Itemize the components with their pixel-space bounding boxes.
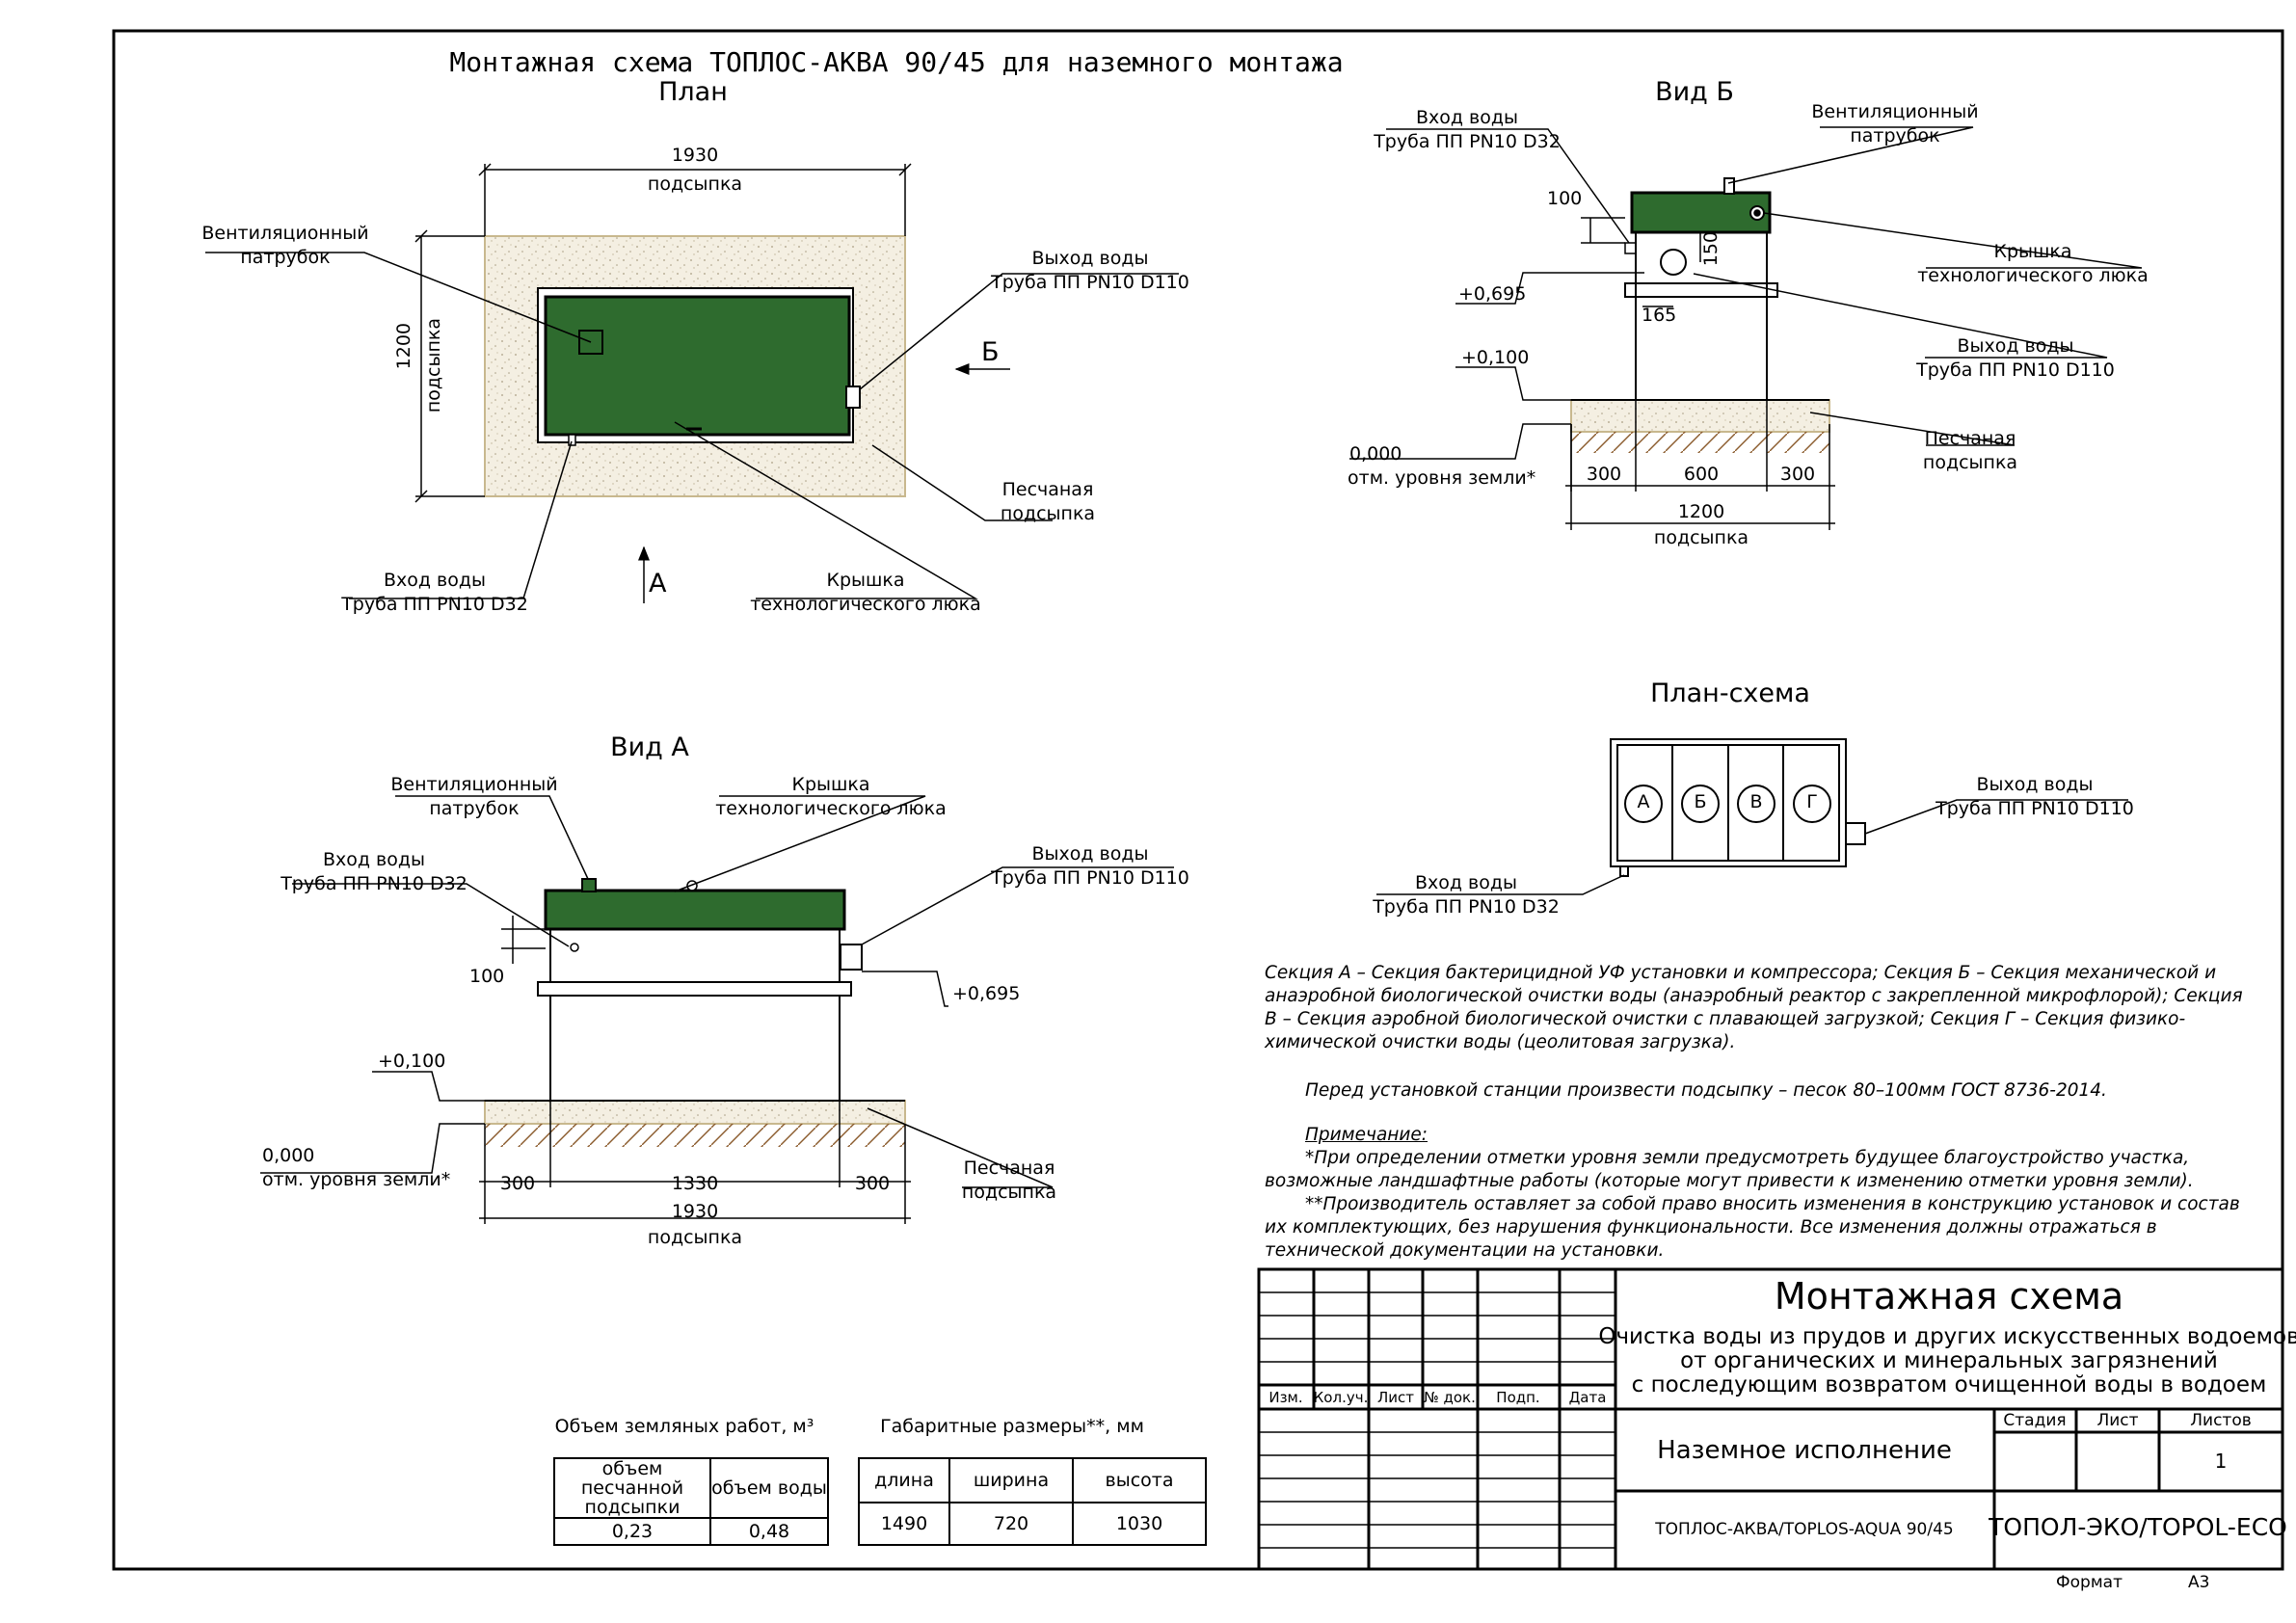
tb-col-date: Дата: [1568, 1389, 1607, 1406]
sheet-frame: [112, 29, 2284, 1571]
plan-title: План: [658, 77, 728, 107]
plan-view: [205, 163, 1179, 603]
tb-sheet: Лист: [2096, 1411, 2139, 1430]
main-title: Монтажная схема ТОПЛОС-АКВА 90/45 для на…: [449, 46, 1344, 78]
dim-header-width: ширина: [948, 1457, 1074, 1503]
dim-value-length: 1490: [858, 1502, 950, 1546]
view-b-title: Вид Б: [1655, 77, 1734, 107]
dimensions-table: длина ширина высота 1490 720 1030: [858, 1457, 1207, 1546]
tb-description: Очистка воды из прудов и других искусств…: [1598, 1324, 2296, 1397]
remark-title: Примечание:: [1305, 1125, 1428, 1145]
tb-col-podp: Подп.: [1496, 1389, 1540, 1406]
view-b-dim-100: 100: [1547, 188, 1583, 209]
earthworks-table: объем песчанной подсыпки объем воды 0,23…: [553, 1457, 829, 1546]
view-a-dim-300-left: 300: [499, 1173, 536, 1194]
tb-sheets-value: 1: [2214, 1450, 2228, 1473]
sections-description: Секция А – Секция бактерицидной УФ устан…: [1265, 963, 2243, 1052]
dim-value-height: 1030: [1072, 1502, 1207, 1546]
tb-col-kol: Кол.уч.: [1313, 1389, 1369, 1406]
earthworks-header-sand: объем песчанной подсыпки: [553, 1457, 711, 1519]
view-a-ground-label: отм. уровня земли*: [262, 1169, 451, 1190]
tb-doc-title: Монтажная схема: [1774, 1275, 2124, 1317]
tb-stage: Стадия: [2003, 1411, 2067, 1430]
view-a-elev-0695: +0,695: [952, 983, 1021, 1004]
plan-scheme-title: План-схема: [1650, 678, 1810, 708]
dimensions-title: Габаритные размеры**, мм: [880, 1416, 1144, 1437]
view-a-dim-1930: 1930: [671, 1201, 719, 1222]
view-b-ground-label: отм. уровня земли*: [1348, 467, 1536, 489]
earthworks-value-water: 0,48: [709, 1517, 829, 1546]
dim-value-width: 720: [948, 1502, 1074, 1546]
plan-arrow-a: А: [649, 569, 667, 599]
section-g: Г: [1806, 791, 1818, 812]
earthworks-title: Объем земляных работ, м³: [554, 1416, 814, 1437]
tb-company: ТОПОЛ-ЭКО/TOPOL-ECO: [1989, 1513, 2287, 1541]
plan-dim-fill: подсыпка: [647, 173, 743, 195]
view-b-dim-600: 600: [1683, 464, 1720, 485]
tb-version: Наземное исполнение: [1657, 1436, 1952, 1465]
section-v: В: [1749, 791, 1763, 812]
remark-1: *При определении отметки уровня земли пр…: [1265, 1148, 2194, 1191]
tb-sheets: Листов: [2190, 1411, 2252, 1430]
format-label: Формат: [2056, 1573, 2122, 1592]
earthworks-value-sand: 0,23: [553, 1517, 711, 1546]
plan-scheme: [1376, 738, 2128, 895]
sand-instruction: Перед установкой станции произвести подс…: [1305, 1080, 2107, 1101]
view-a: [260, 795, 1174, 1224]
view-a-elev-0100: +0,100: [378, 1051, 446, 1072]
dim-header-length: длина: [858, 1457, 950, 1503]
view-a-elev-0000: 0,000: [262, 1145, 315, 1166]
dim-header-height: высота: [1072, 1457, 1207, 1503]
view-b-dim-1200: 1200: [1677, 501, 1725, 522]
view-a-title: Вид А: [610, 732, 689, 762]
remark-2: **Производитель оставляет за собой право…: [1265, 1194, 2240, 1261]
tb-col-doc: № док.: [1424, 1389, 1476, 1406]
view-b-dim-165: 165: [1642, 305, 1677, 326]
view-b-elev-0000: 0,000: [1349, 443, 1402, 465]
view-a-dim-300-right: 300: [854, 1173, 891, 1194]
view-a-dim-1330: 1330: [671, 1173, 719, 1194]
view-a-dim-100: 100: [469, 966, 505, 987]
tb-model: ТОПЛОС-АКВА/TOPLOS-AQUA 90/45: [1655, 1520, 1954, 1539]
view-b-elev-0695: +0,695: [1458, 283, 1527, 305]
view-b-dim-300-left: 300: [1586, 464, 1622, 485]
tb-col-list: Лист: [1376, 1389, 1415, 1406]
plan-arrow-b: Б: [981, 337, 1000, 367]
section-b: Б: [1694, 791, 1707, 812]
view-b-dim-300-right: 300: [1779, 464, 1816, 485]
view-b-elev-0100: +0,100: [1461, 347, 1530, 368]
plan-dim-1930: 1930: [671, 145, 719, 166]
section-a: А: [1637, 791, 1650, 812]
format-value: А3: [2188, 1573, 2210, 1592]
earthworks-header-water: объем воды: [709, 1457, 829, 1519]
view-b-dim-fill: подсыпка: [1653, 527, 1749, 548]
view-b: [1349, 126, 2143, 530]
view-a-dim-fill: подсыпка: [647, 1227, 743, 1248]
tb-col-izm: Изм.: [1268, 1389, 1303, 1406]
